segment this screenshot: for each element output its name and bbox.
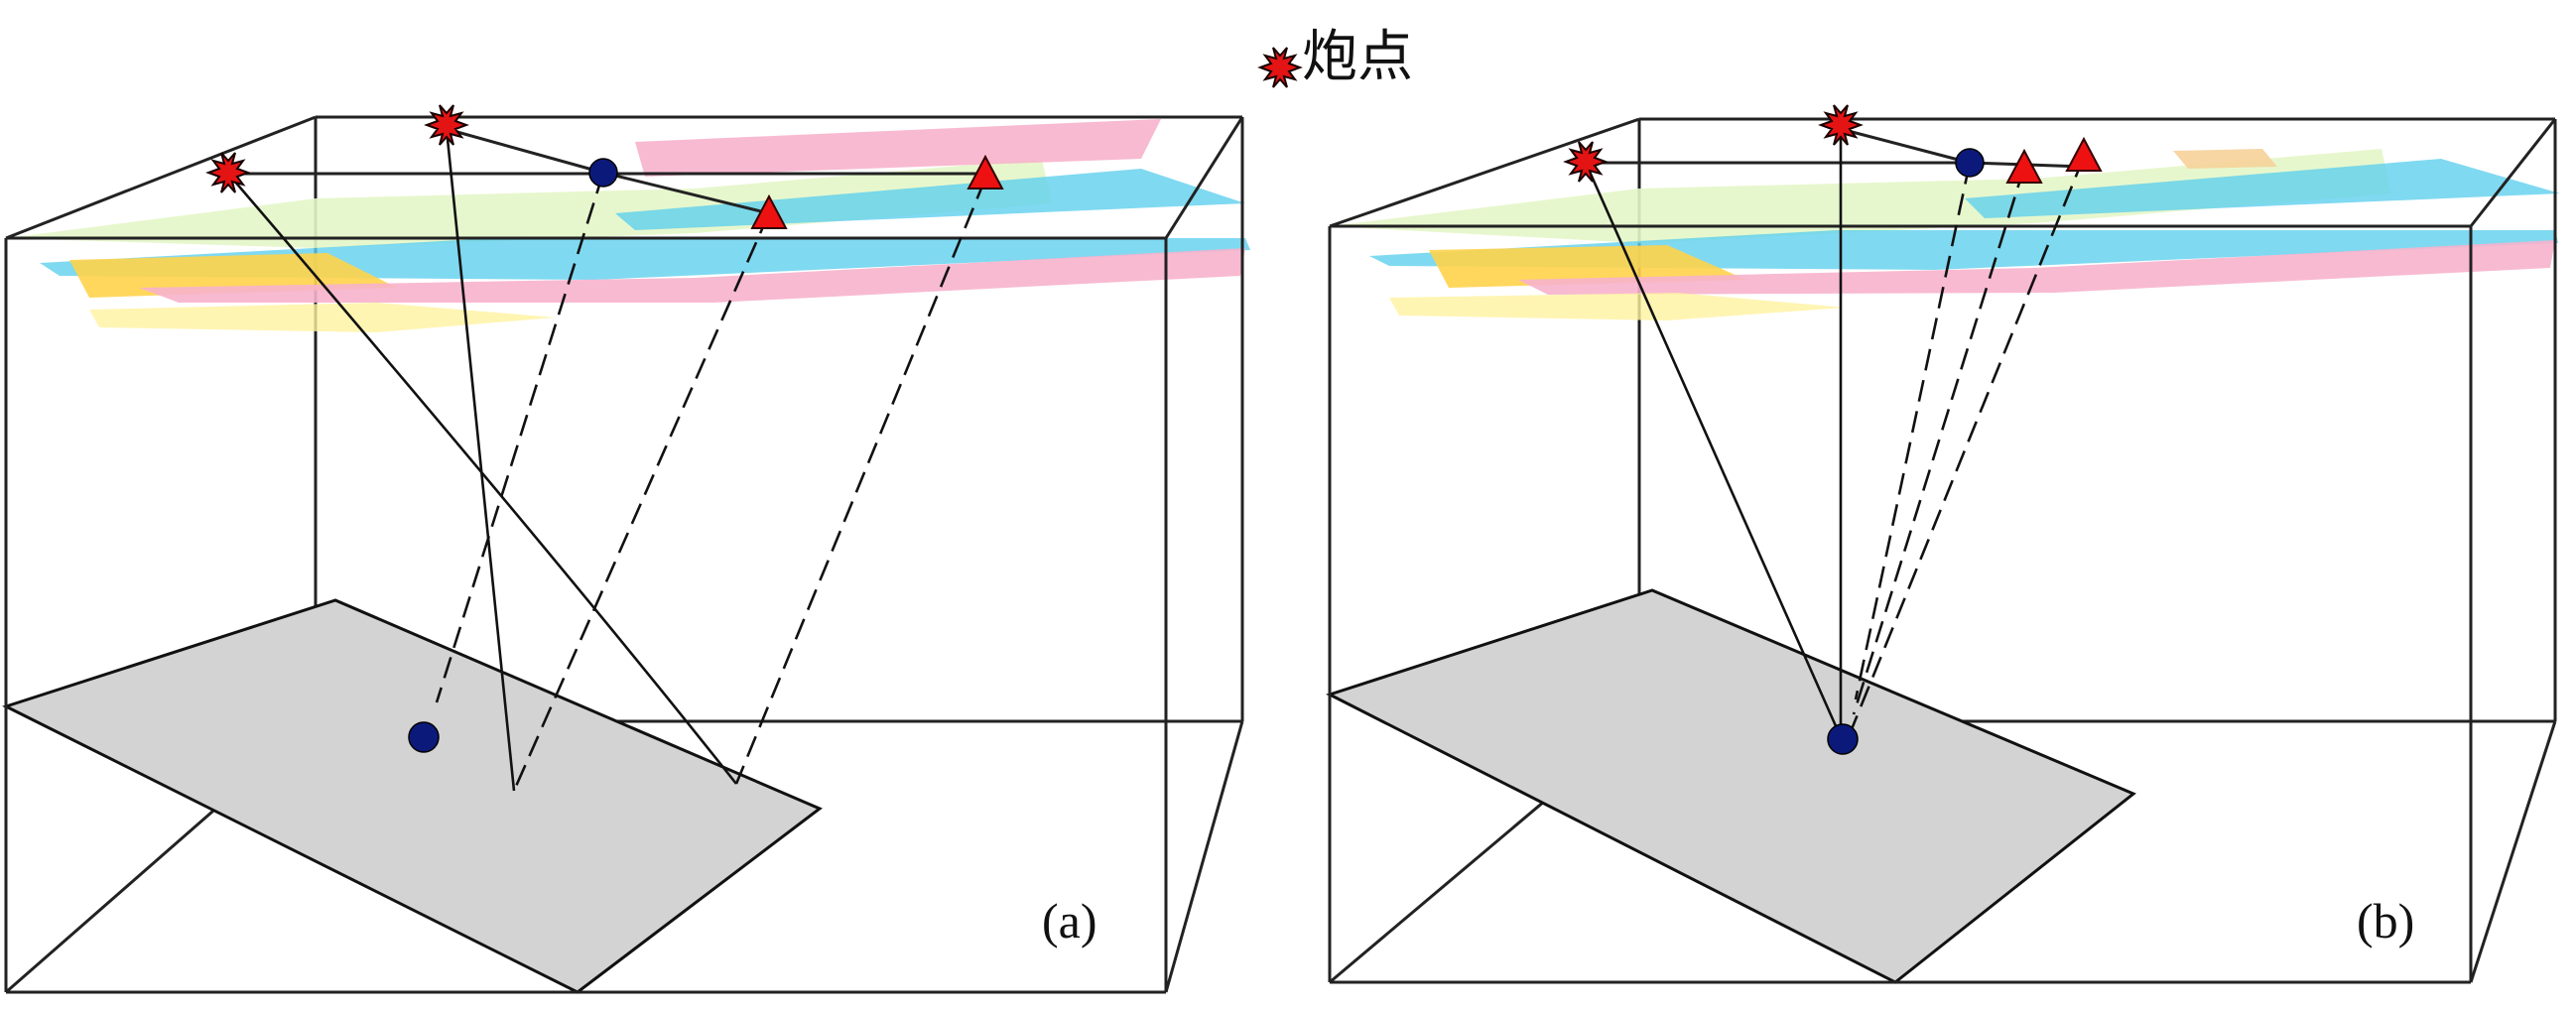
- panel-a: (a): [2, 104, 1250, 994]
- layer-light-yellow: [89, 303, 556, 332]
- layer-orange: [2173, 149, 2277, 169]
- receiver-marker: [966, 154, 1004, 190]
- midpoint-marker: [1827, 723, 1859, 755]
- ray-path: [1854, 162, 1972, 700]
- ray-path: [227, 173, 738, 785]
- reflector-plane: [1326, 588, 2136, 984]
- shot-marker: [1563, 141, 1609, 183]
- shot-marker: [1818, 104, 1864, 146]
- shot-marker: [205, 152, 251, 193]
- midpoint-marker: [588, 158, 618, 188]
- survey-line: [446, 127, 604, 175]
- receiver-marker: [2065, 136, 2103, 172]
- ray-path: [734, 178, 987, 785]
- midpoint-marker: [1955, 148, 1985, 178]
- box-edge: [1164, 116, 1244, 239]
- ray-path: [1852, 166, 2026, 715]
- midpoint-marker: [408, 721, 440, 753]
- reflector-plane: [2, 598, 823, 994]
- layer-green: [6, 159, 1052, 248]
- box-edge: [2469, 720, 2557, 983]
- ray-path: [1584, 162, 1843, 738]
- box-edge: [1164, 720, 1244, 993]
- panel-label: (b): [2357, 893, 2414, 949]
- receiver-marker: [2005, 148, 2043, 184]
- box-edge: [2469, 118, 2557, 227]
- panel-label: (a): [1042, 893, 1097, 949]
- layer-blue: [1965, 159, 2560, 218]
- box-edge: [1329, 117, 1640, 228]
- receiver-marker: [750, 193, 788, 229]
- ray-path: [1850, 156, 2086, 730]
- legend: 炮点: [1257, 25, 1413, 89]
- shot-legend-label: 炮点: [1302, 25, 1413, 89]
- layer-green: [1330, 149, 2391, 243]
- ray-path: [445, 128, 516, 792]
- survey-line: [602, 171, 770, 215]
- survey-line: [1840, 127, 1971, 165]
- ray-path: [435, 172, 605, 703]
- layer-light-yellow: [1389, 293, 1846, 320]
- shot-marker: [424, 104, 469, 146]
- layer-pink: [635, 119, 1161, 177]
- layer-pink: [1518, 240, 2555, 295]
- layer-pink: [139, 248, 1245, 303]
- panel-b: (b): [1326, 104, 2560, 984]
- shot-legend-icon: [1257, 47, 1303, 88]
- box-edge: [5, 115, 317, 240]
- ray-path: [512, 212, 771, 792]
